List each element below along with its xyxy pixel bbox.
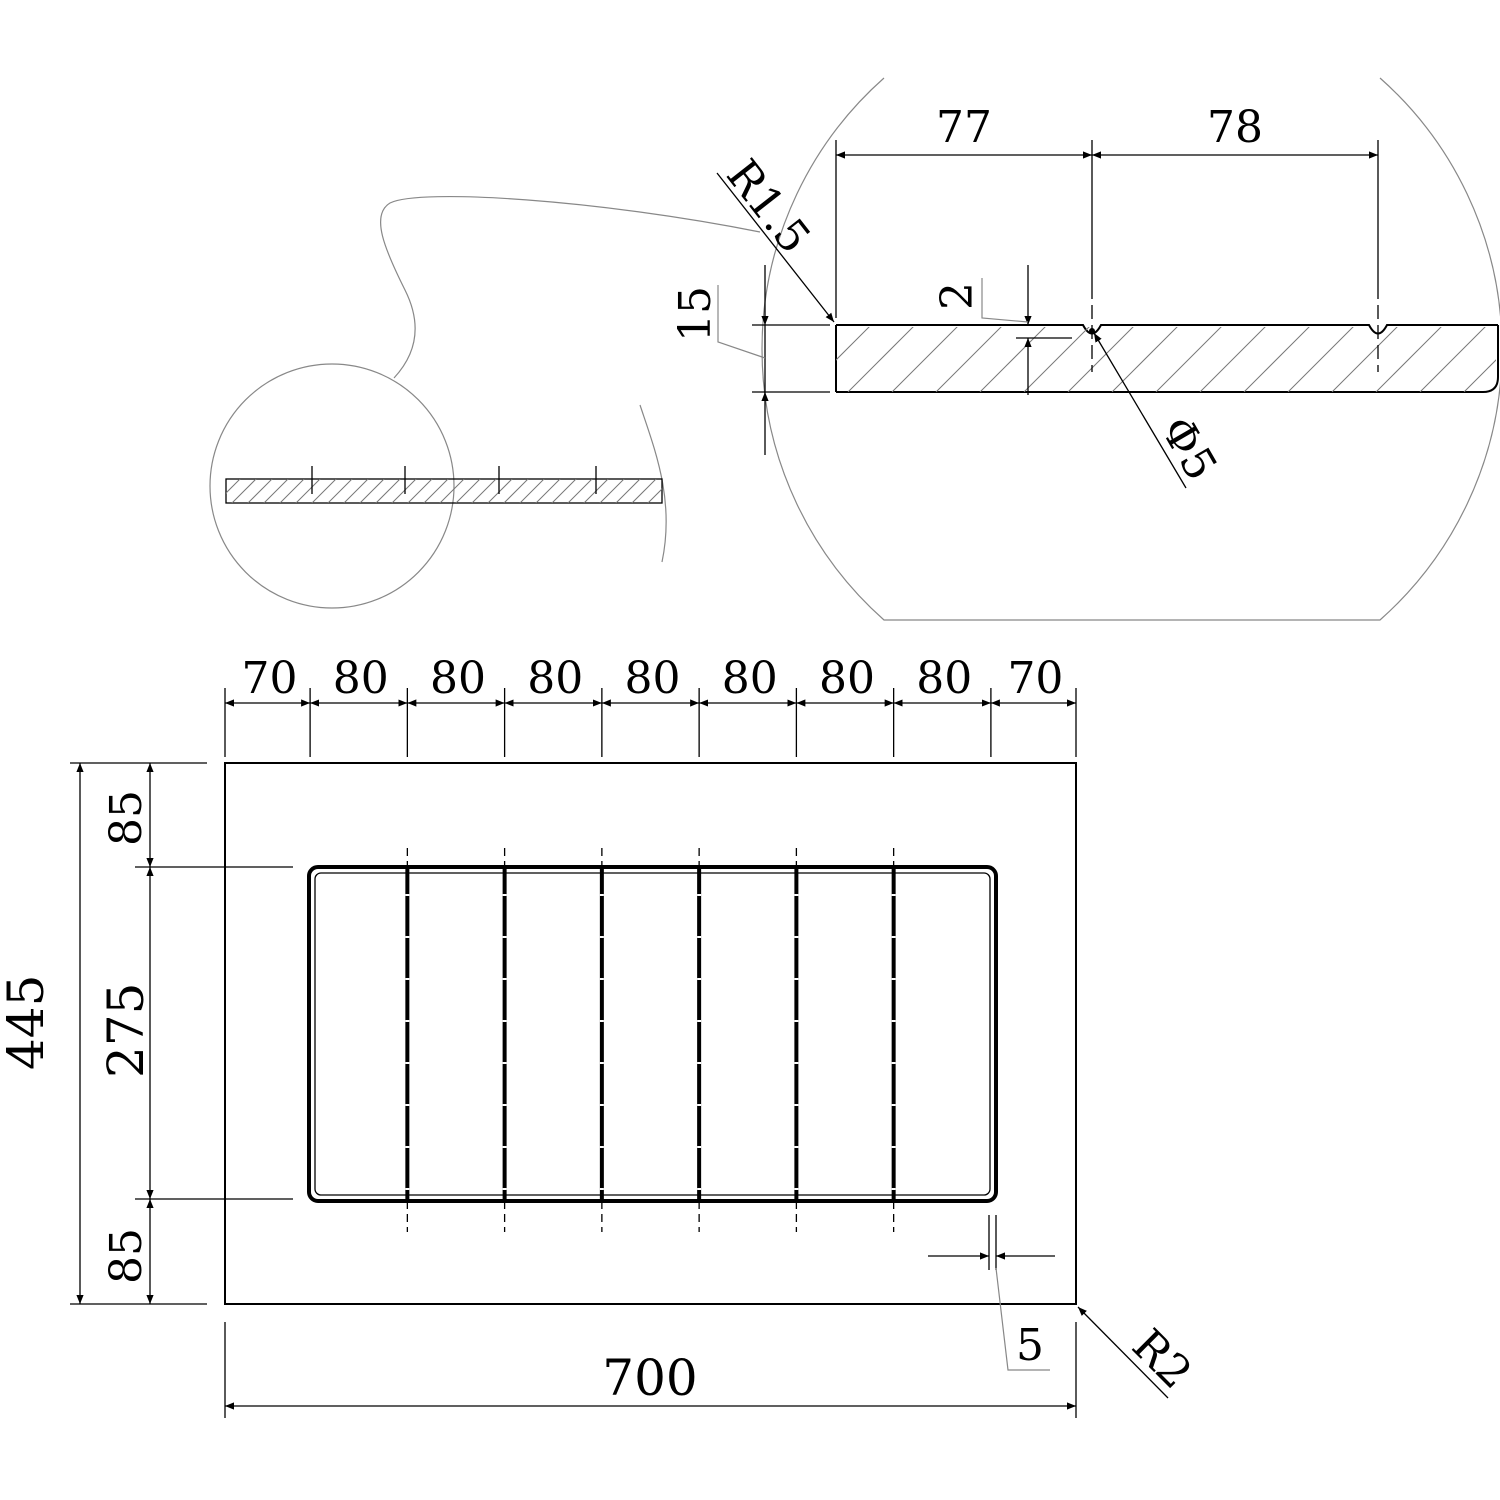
detail-callout-circle	[209, 363, 455, 609]
rack-offset-dimension: 5	[928, 1215, 1055, 1371]
thickness-dimension: 15	[670, 265, 830, 455]
spacing-right-label: 78	[1207, 102, 1263, 153]
groove-diameter-leader: Φ5	[1093, 332, 1227, 489]
panel-outline	[224, 762, 1077, 1305]
column-width-label: 80	[430, 653, 486, 704]
overall-width-label: 700	[602, 1349, 697, 1407]
thickness-label: 15	[670, 286, 721, 342]
section-slab	[225, 466, 663, 504]
inner-height-label: 275	[97, 983, 155, 1078]
column-width-label: 80	[527, 653, 583, 704]
column-width-label: 80	[916, 653, 972, 704]
column-width-label: 70	[1007, 653, 1063, 704]
groove-depth-label: 2	[932, 282, 983, 310]
column-width-label: 80	[722, 653, 778, 704]
detail-slab	[835, 285, 1499, 393]
column-width-label: 80	[819, 653, 875, 704]
groove-depth-dimension: 2	[932, 265, 1072, 395]
column-width-label: 80	[625, 653, 681, 704]
rack-frame	[307, 848, 998, 1232]
corner-radius-leader: R2	[1077, 1306, 1202, 1399]
edge-radius-label: R1.5	[716, 150, 820, 263]
break-line	[639, 404, 667, 563]
detail-leader-curve	[380, 196, 761, 379]
detail-view: 77 78 R1.5 15 2 Φ5	[670, 77, 1500, 621]
groove-diameter-label: Φ5	[1150, 408, 1226, 489]
width-dimension: 700	[224, 1322, 1077, 1418]
section-view	[209, 196, 761, 609]
top-margin-label: 85	[101, 790, 152, 846]
rack-offset-label: 5	[1016, 1320, 1044, 1371]
detail-circle	[761, 77, 1500, 621]
column-width-label: 80	[333, 653, 389, 704]
plan-view: 70 80 80 80 80 80 80 80 70 445 85 275 85 700	[0, 653, 1202, 1418]
corner-radius-label: R2	[1122, 1320, 1201, 1399]
spacing-dimension: 77 78	[835, 102, 1379, 318]
height-dimensions: 445 85 275 85	[0, 762, 293, 1305]
column-width-label: 70	[242, 653, 298, 704]
edge-radius-leader: R1.5	[716, 150, 835, 323]
bottom-margin-label: 85	[101, 1228, 152, 1284]
overall-height-label: 445	[0, 975, 55, 1070]
column-dimensions: 70 80 80 80 80 80 80 80 70	[224, 653, 1077, 757]
spacing-left-label: 77	[936, 102, 992, 153]
